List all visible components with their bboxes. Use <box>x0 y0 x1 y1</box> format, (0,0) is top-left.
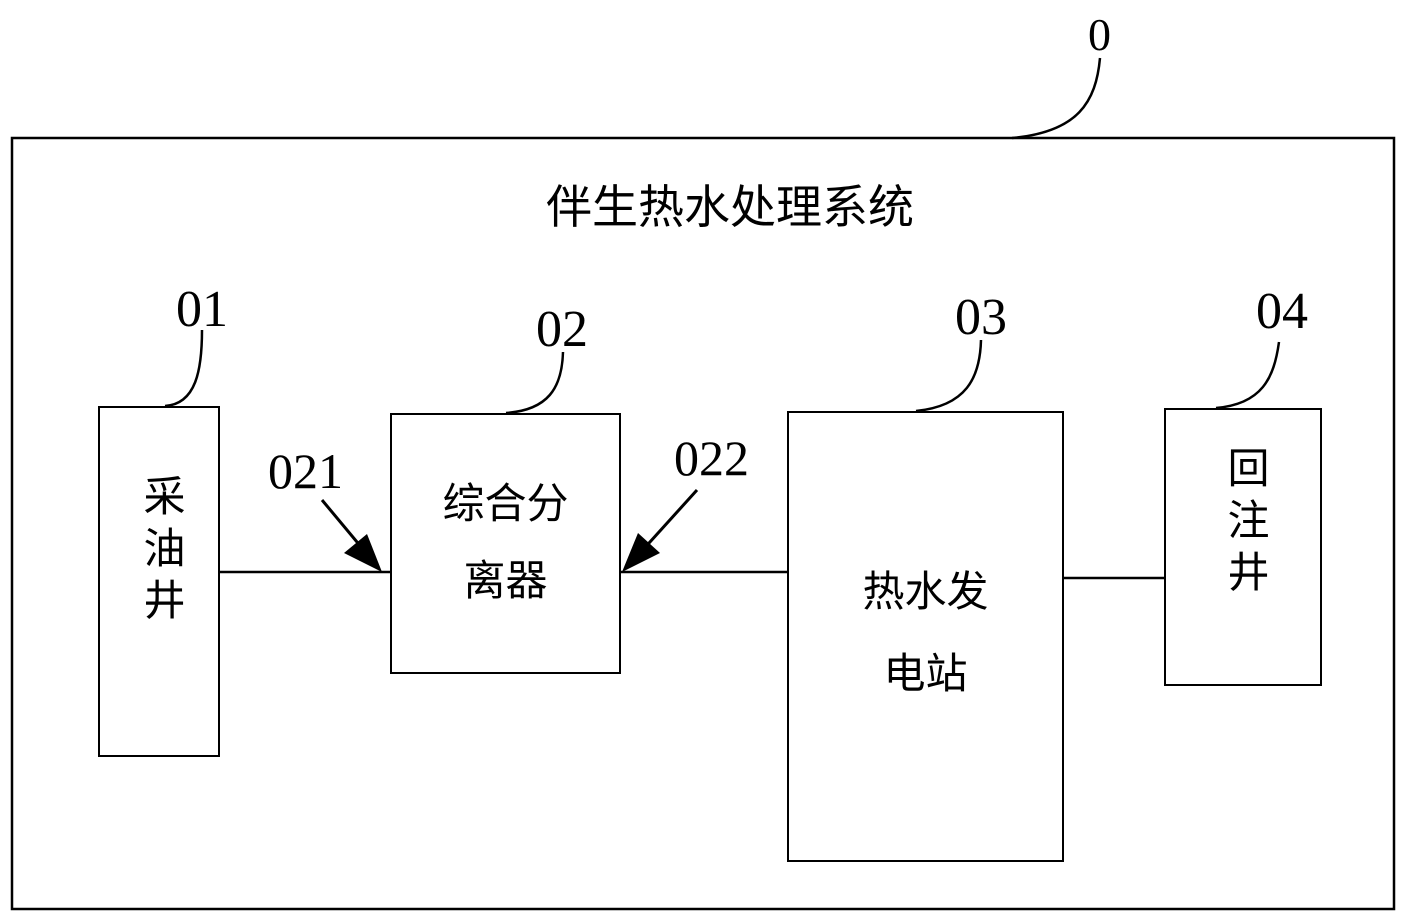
arrow-021-head <box>344 534 382 572</box>
ref-label-04: 04 <box>1256 283 1308 340</box>
inlet-label-021: 021 <box>268 443 343 499</box>
component-reinjection-well: 回注井 <box>1164 408 1322 686</box>
arrow-022-shaft <box>638 488 699 555</box>
system-leader <box>1011 57 1102 140</box>
leader-03 <box>915 339 983 413</box>
ref-label-03: 03 <box>955 289 1007 346</box>
component-separator: 综合分 离器 <box>390 413 621 674</box>
system-ref-label: 0 <box>1088 9 1111 60</box>
system-frame <box>10 136 1396 911</box>
component-reinjection-well-name: 回注井 <box>1221 446 1270 602</box>
component-oil-well-name: 采油井 <box>137 474 186 630</box>
component-oil-well: 采油井 <box>98 406 220 757</box>
component-separator-name-line1: 综合分 <box>442 479 569 528</box>
component-power-station-name-line2: 电站 <box>883 649 968 698</box>
ref-label-02: 02 <box>536 301 588 358</box>
leader-04 <box>1215 341 1281 410</box>
component-power-station-name-line1: 热水发 <box>862 567 989 616</box>
inlet-label-022: 022 <box>674 430 749 486</box>
arrow-022-head <box>622 533 660 572</box>
leader-01 <box>164 329 204 408</box>
system-title: 伴生热水处理系统 <box>546 180 914 234</box>
component-separator-name-line2: 离器 <box>463 556 548 605</box>
ref-label-01: 01 <box>176 281 228 338</box>
component-power-station: 热水发 电站 <box>787 411 1064 862</box>
leader-02 <box>505 351 565 415</box>
